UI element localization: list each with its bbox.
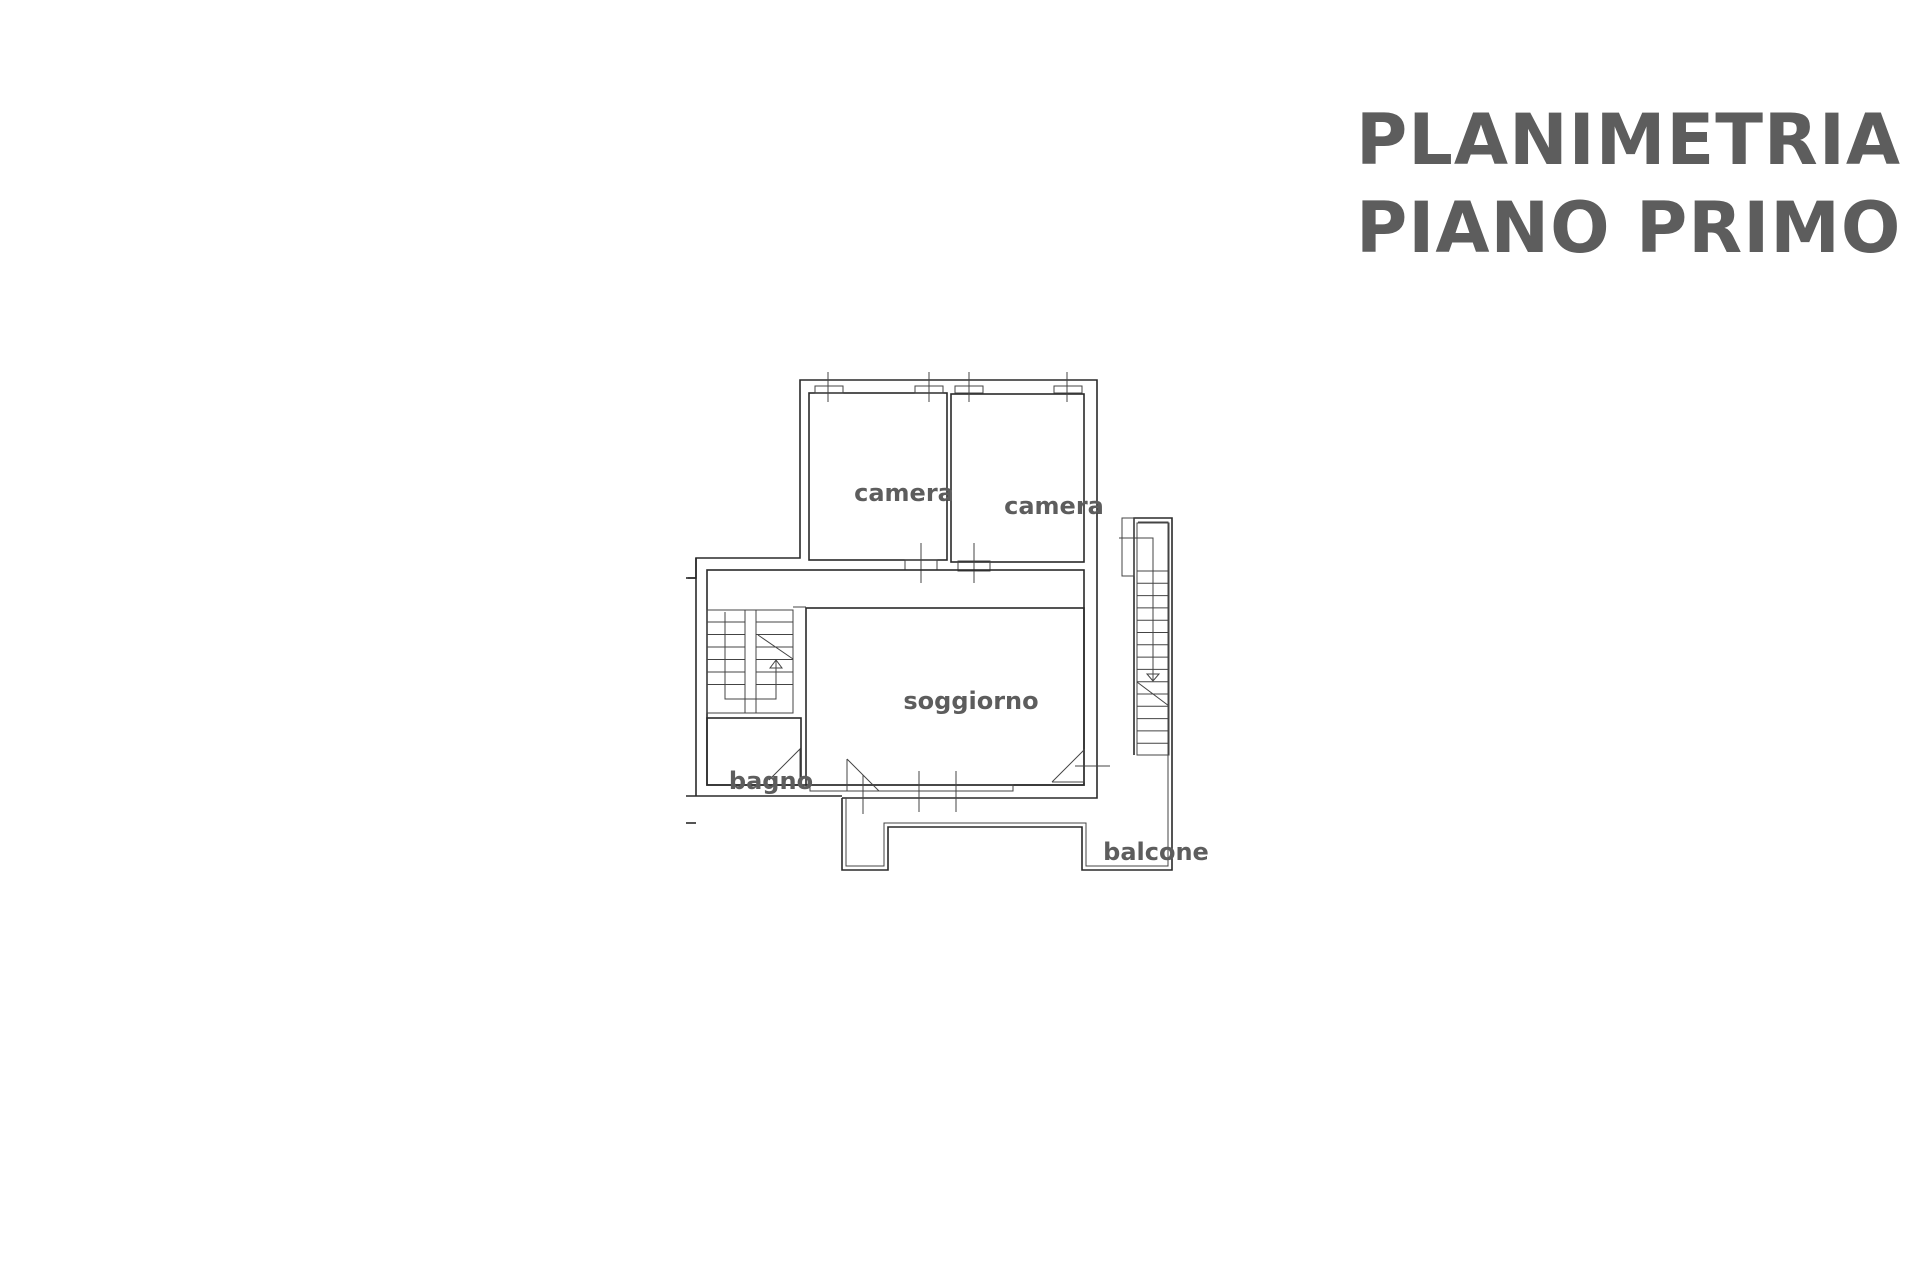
balcone-outline	[841, 517, 1173, 871]
title-line-1: PLANIMETRIA	[1356, 99, 1902, 181]
bagno-door	[768, 747, 801, 781]
room-label-soggiorno: soggiorno	[903, 687, 1038, 715]
plan-title: PLANIMETRIA PIANO PRIMO	[1356, 96, 1901, 272]
bagno-walls	[706, 717, 802, 786]
room-label-balcone: balcone	[1103, 838, 1209, 866]
soggiorno-openings	[809, 748, 1110, 814]
windows-top	[814, 372, 1083, 402]
soggiorno-walls	[706, 569, 1085, 786]
outer-walls	[686, 379, 1098, 824]
external-staircase	[1119, 517, 1170, 756]
internal-staircase	[706, 606, 806, 714]
camera-2-walls	[950, 393, 1085, 563]
room-label-camera-1: camera	[854, 479, 954, 507]
room-label-camera-2: camera	[1004, 492, 1104, 520]
camera-1-walls	[808, 392, 948, 561]
room-label-bagno: bagno	[729, 767, 813, 795]
title-line-2: PIANO PRIMO	[1356, 187, 1902, 269]
